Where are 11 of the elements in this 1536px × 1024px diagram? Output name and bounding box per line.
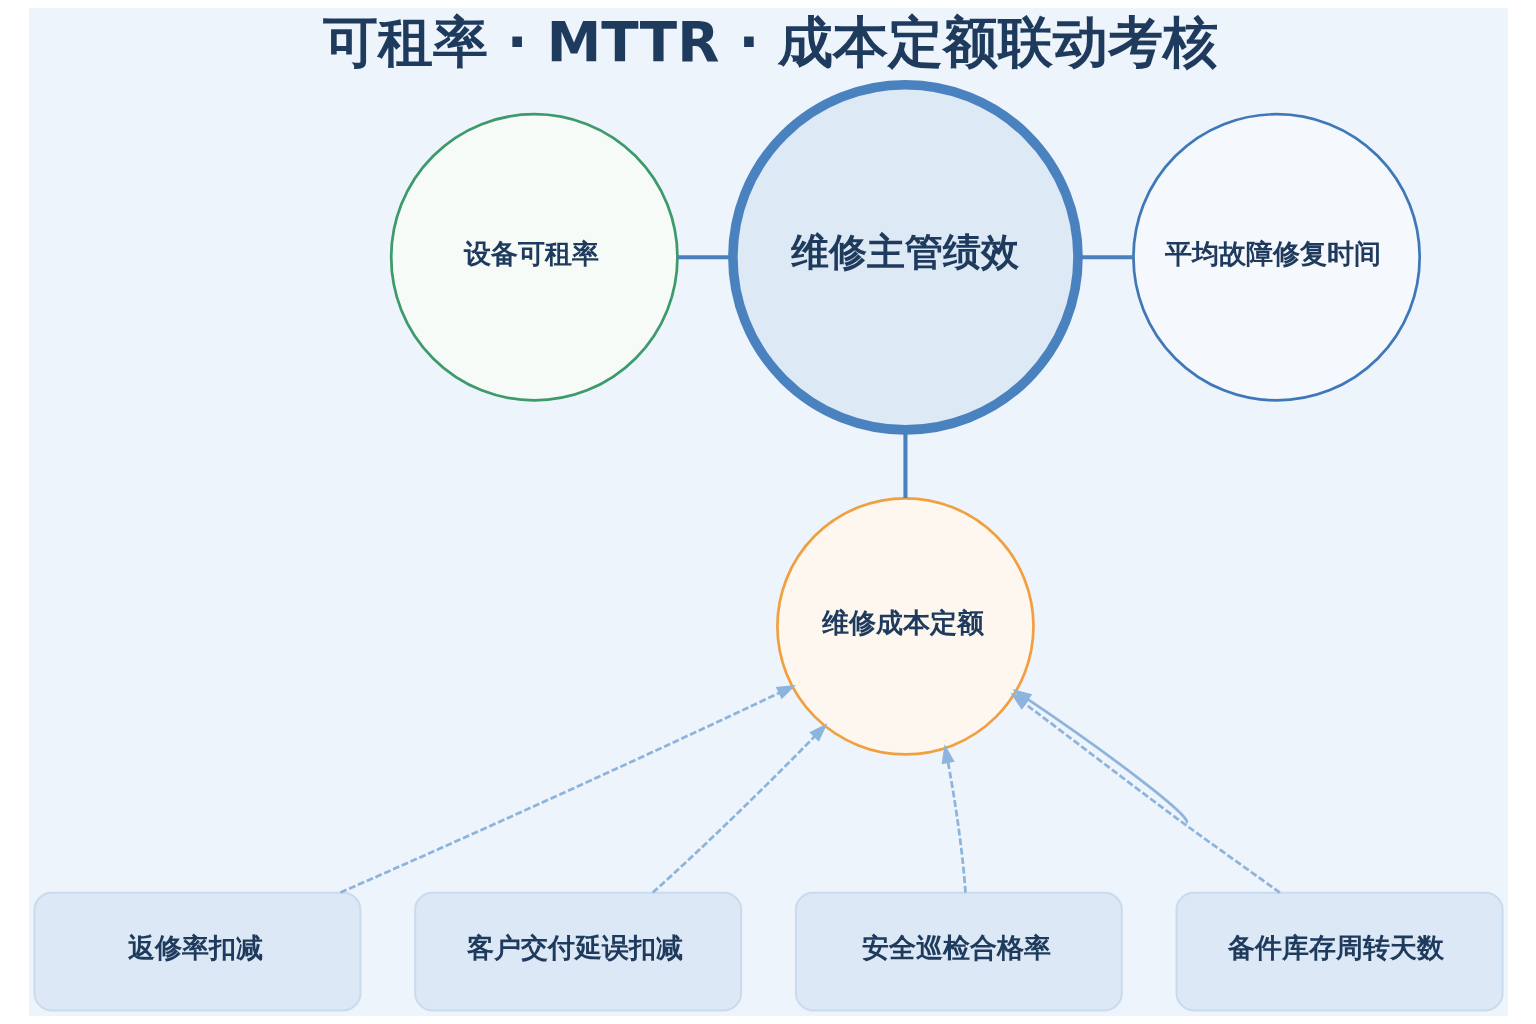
node-box: 备件库存周转天数 — [1175, 891, 1504, 1012]
node-box: 安全巡检合格率 — [794, 891, 1123, 1012]
node-box: 返修率扣减 — [32, 891, 361, 1012]
arrow — [651, 723, 827, 894]
arrow — [941, 744, 967, 893]
diagram-title: 可租率 · MTTR · 成本定额联动考核 — [322, 10, 1218, 75]
node-box: 客户交付延误扣减 — [413, 891, 742, 1012]
node-circle: 维修主管绩效 — [727, 79, 1083, 435]
arrow — [339, 684, 796, 894]
node-circle: 平均故障修复时间 — [1131, 112, 1421, 402]
node-circle: 设备可租率 — [389, 112, 679, 402]
